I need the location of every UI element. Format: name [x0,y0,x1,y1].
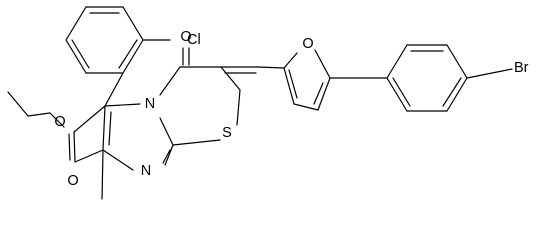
molecule-drawing: O O O N N S O Cl Br [7,6,529,200]
atom-labels: O O O N N S O Cl Br [54,29,528,189]
atom-label-cl: Cl [187,32,201,48]
atom-label-o-ester-carbonyl: O [67,173,78,189]
atom-label-o-oxo: O [180,29,191,45]
atom-label-n-fused: N [145,96,155,112]
atom-label-n-imine: N [141,163,151,179]
atom-label-o-ester-ether: O [54,114,65,130]
bonds [7,6,513,200]
atom-label-s-thiazole: S [222,125,232,141]
structure-diagram: O O O N N S O Cl Br [7,6,529,200]
atom-label-o-furan: O [302,36,313,52]
atom-label-br: Br [514,60,529,76]
